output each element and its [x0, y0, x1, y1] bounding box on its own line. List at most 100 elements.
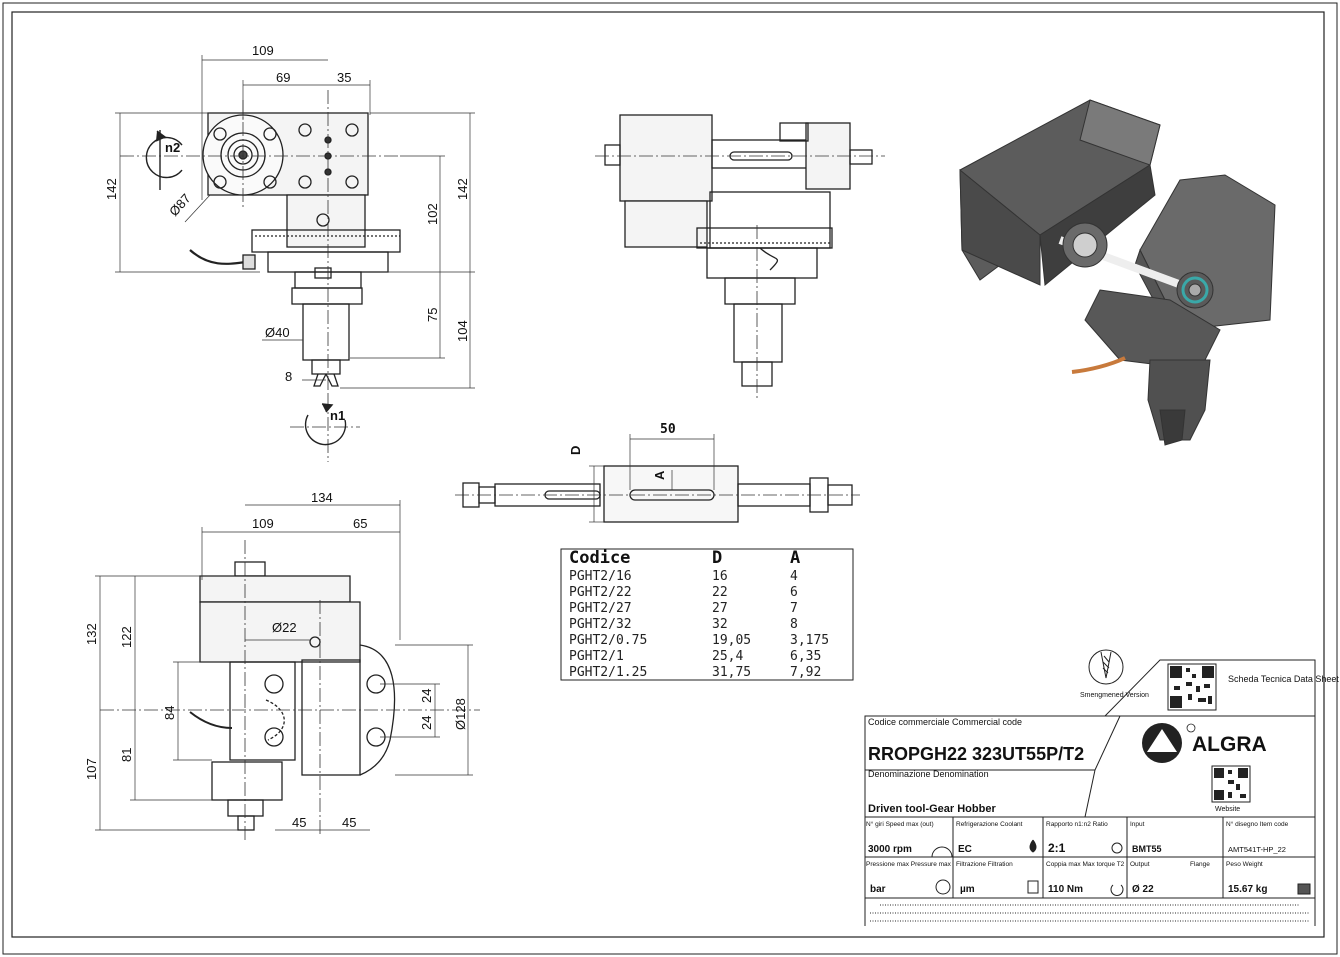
spec-table-cell: PGHT2/32: [569, 617, 632, 632]
bottom-left-centerlines: [100, 540, 480, 840]
shaft-label-a: A: [652, 470, 667, 480]
torque-icon: [1110, 884, 1124, 896]
spec-table-cell: 7: [790, 601, 798, 616]
label-n2: n2: [165, 140, 180, 155]
dim-107: 107: [84, 758, 99, 780]
filter-bin-icon: [1027, 880, 1039, 894]
version-label: Smengmened Version: [1080, 692, 1149, 699]
shaft-dim-50: 50: [660, 422, 676, 437]
field-item-code-value: AMT541T-HP_22: [1228, 845, 1286, 854]
dim-dia-128: Ø128: [453, 698, 468, 730]
field-torque-label: Coppia max Max torque T2: [1046, 861, 1125, 868]
spec-table-cell: PGHT2/1: [569, 649, 624, 664]
algra-logo: [1142, 723, 1196, 763]
spec-table-cell: PGHT2/27: [569, 601, 632, 616]
spec-table-header: D: [712, 548, 722, 568]
dim-142-left: 142: [104, 178, 119, 200]
data-sheet-label: Scheda Tecnica Data Sheet: [1228, 674, 1339, 684]
spec-table-cell: 3,175: [790, 633, 829, 648]
field-filtration-label: Filtrazione Filtration: [956, 861, 1013, 868]
dim-102: 102: [425, 203, 440, 225]
website-label: Website: [1215, 806, 1240, 813]
dim-dia-22: Ø22: [272, 620, 297, 635]
spec-table-cell: 16: [712, 569, 728, 584]
spec-table-header: Codice: [569, 548, 630, 568]
dim-24-upper: 24: [419, 689, 434, 703]
field-ratio-label: Rapporto n1:n2 Ratio: [1046, 821, 1108, 828]
spec-table-cell: 19,05: [712, 633, 751, 648]
field-item-code-label: N° disegno Item code: [1226, 820, 1289, 828]
spec-table-header: A: [790, 548, 800, 568]
field-speed-label: N° giri Speed max (out): [866, 820, 934, 828]
shaft-dimension-lines: [589, 434, 715, 523]
dim-134: 134: [311, 490, 333, 505]
field-input-value: BMT55: [1132, 844, 1162, 854]
dim-75: 75: [425, 308, 440, 322]
denomination: Driven tool-Gear Hobber: [868, 803, 996, 815]
spec-table-cell: 6: [790, 585, 798, 600]
field-weight-value: 15.67 kg: [1228, 884, 1267, 895]
top-left-dimension-lines: [115, 55, 475, 389]
coolant-drop-icon: [1029, 839, 1037, 853]
field-coolant-label: Refrigerazione Coolant: [956, 821, 1023, 828]
field-pressure-label: Pressione max Pressure max: [866, 861, 952, 868]
spec-table-cell: PGHT2/0.75: [569, 633, 647, 648]
shaft-label-d: D: [568, 446, 583, 455]
spec-table-cell: 22: [712, 585, 728, 600]
spec-table-cell: PGHT2/1.25: [569, 665, 647, 680]
dim-45-left: 45: [292, 815, 306, 830]
field-coolant-value: EC: [958, 844, 972, 855]
field-output-value: Ø 22: [1132, 884, 1154, 895]
rotation-n1-icon: [304, 403, 347, 446]
field-weight-label: Peso Weight: [1226, 861, 1263, 868]
top-left-view: [189, 112, 401, 387]
field-ratio-value: 2:1: [1048, 841, 1066, 855]
field-flange-label: Flange: [1190, 861, 1210, 868]
label-n1: n1: [330, 408, 345, 423]
field-icons: [931, 839, 1311, 896]
dim-24-lower: 24: [419, 716, 434, 730]
field-input-label: Input: [1130, 821, 1145, 828]
spec-table-cell: 31,75: [712, 665, 751, 680]
dim-104: 104: [455, 320, 470, 342]
spec-table-cell: 25,4: [712, 649, 743, 664]
field-torque-value: 110 Nm: [1048, 884, 1083, 895]
speed-gauge-icon: [931, 846, 953, 858]
spec-table-cell: PGHT2/22: [569, 585, 632, 600]
dim-109-bottom: 109: [252, 516, 274, 531]
spec-table-cell: 32: [712, 617, 728, 632]
dim-132: 132: [84, 623, 99, 645]
dim-69: 69: [276, 70, 290, 85]
dim-65: 65: [353, 516, 367, 531]
dim-35: 35: [337, 70, 351, 85]
isometric-view: [959, 99, 1276, 446]
spec-table-cell: 7,92: [790, 665, 821, 680]
commercial-code: RROPGH22 323UT55P/T2: [868, 744, 1084, 764]
qr-website-icon: [1211, 765, 1251, 803]
field-output-label: Output: [1130, 861, 1150, 868]
field-speed-value: 3000 rpm: [868, 844, 912, 855]
dim-dia-87: Ø87: [166, 191, 194, 219]
title-block: [864, 659, 1316, 926]
gear-ratio-icon: [1111, 842, 1123, 854]
spec-table-cell: 8: [790, 617, 798, 632]
pressure-gauge-icon: [935, 879, 951, 895]
dim-45-right: 45: [342, 815, 356, 830]
bottom-left-view: [189, 561, 396, 831]
dim-122: 122: [119, 626, 134, 648]
brand-name: ALGRA: [1192, 733, 1267, 756]
rotation-n2-icon: [145, 130, 183, 190]
dim-81: 81: [119, 748, 134, 762]
bottom-left-dimension-lines: [95, 500, 473, 831]
weight-lock-icon: [1297, 883, 1311, 895]
field-pressure-value: bar: [870, 884, 886, 895]
field-filtration-value: µm: [960, 884, 975, 895]
denomination-label: Denominazione Denomination: [868, 769, 989, 779]
spec-table-cell: 27: [712, 601, 728, 616]
dim-84: 84: [162, 706, 177, 720]
qr-datasheet-icon: [1167, 663, 1217, 711]
